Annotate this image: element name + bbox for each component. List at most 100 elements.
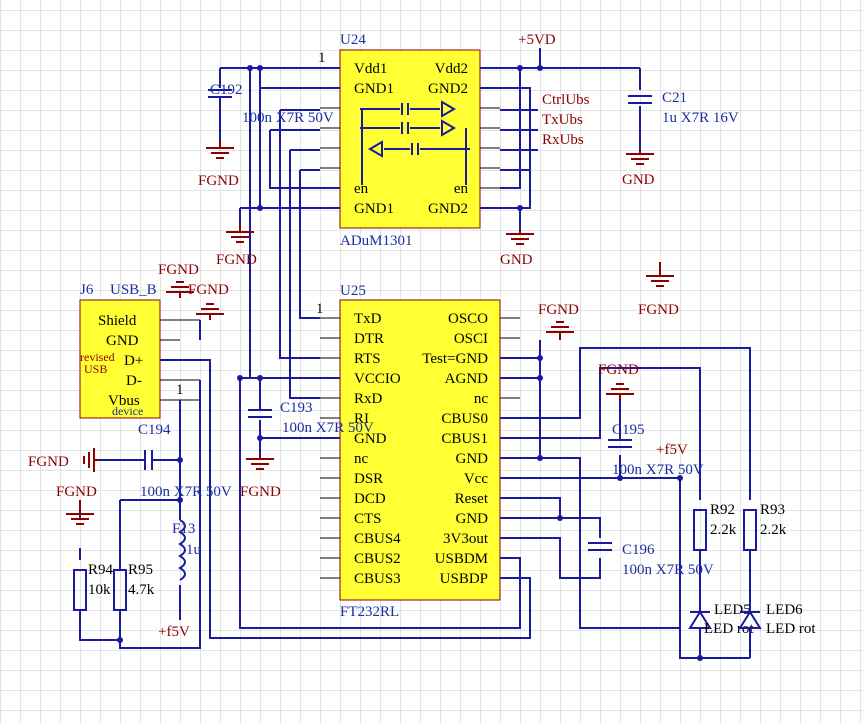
u25-right-pin-label-13: USBDP — [440, 571, 488, 587]
u25-left-pin-label-8: DSR — [354, 471, 383, 487]
net-label-f5v-1: +f5V — [656, 442, 688, 458]
u24-left-pin-label-7: GND1 — [354, 201, 394, 217]
net-label-rxubs: RxUbs — [542, 132, 584, 148]
j6-usb-connector[interactable]: J6 USB_B revised USB device 1 Shield GND… — [79, 282, 200, 419]
led-led6[interactable]: LED6 LED rot — [738, 600, 816, 637]
j6-pin-dplus: D+ — [124, 353, 143, 369]
net-label-fgnd-3: FGND — [158, 262, 199, 278]
part-labels: C192 100n X7R 50V C21 1u X7R 16V C193 10… — [138, 82, 739, 578]
c195-value: 100n X7R 50V — [612, 462, 704, 478]
junction-dots — [117, 65, 703, 661]
net-label-fgnd-7: FGND — [598, 362, 639, 378]
j6-pin-shield: Shield — [98, 313, 137, 329]
resistor-r95[interactable]: R95 4.7k — [113, 562, 155, 611]
u25-left-pin-label-10: CTS — [354, 511, 382, 527]
u24-right-pin-label-0: Vdd2 — [435, 61, 468, 77]
net-label-fgnd-4: FGND — [188, 282, 229, 298]
u24-buffer-icons — [368, 100, 456, 158]
u24-isolation-barrier — [360, 103, 470, 185]
c192-value: 100n X7R 50V — [242, 110, 334, 126]
u25-right-pin-label-5: CBUS0 — [441, 411, 488, 427]
u25-right-pin-label-12: USBDM — [435, 551, 488, 567]
u25-right-pin-label-9: Reset — [455, 491, 489, 507]
led5-ref: LED5 — [714, 602, 751, 618]
j6-pin-dminus: D- — [126, 373, 142, 389]
net-label-fgnd-2: FGND — [216, 252, 257, 268]
u25-left-pin-label-4: RxD — [354, 391, 383, 407]
net-labels: +5VD CtrlUbs TxUbs RxUbs FGND FGND GND G… — [28, 32, 688, 640]
u25-right-pin-label-10: GND — [456, 511, 489, 527]
j6-pin-vbus: Vbus — [108, 393, 140, 409]
u25-pin1-number: 1 — [316, 301, 324, 317]
net-label-f5v-2: +f5V — [158, 624, 190, 640]
u25-left-pin-label-7: nc — [354, 451, 369, 467]
u25-right-pin-label-7: GND — [456, 451, 489, 467]
u25-left-pin-label-6: GND — [354, 431, 387, 447]
r92-value: 2.2k — [710, 522, 737, 538]
u24-right-pin-label-1: GND2 — [428, 81, 468, 97]
c192-ref: C192 — [210, 82, 243, 98]
net-label-gnd-2: GND — [622, 172, 655, 188]
resistor-r94[interactable]: R94 10k — [73, 562, 114, 611]
u25-part: FT232RL — [340, 604, 399, 620]
f13-value: 1u — [186, 542, 202, 558]
c21-ref: C21 — [662, 90, 687, 106]
u25-right-pin-label-2: Test=GND — [422, 351, 488, 367]
u24-left-pin-label-1: GND1 — [354, 81, 394, 97]
c196-value: 100n X7R 50V — [622, 562, 714, 578]
u25-usb-uart[interactable]: U25 FT232RL 1 TxD DTR RTS VCCIO RxD RI GND ncDS… — [316, 283, 520, 620]
c21-value: 1u X7R 16V — [662, 110, 739, 126]
u25-left-pin-label-11: CBUS4 — [354, 531, 401, 547]
net-label-ctrlubs: CtrlUbs — [542, 92, 590, 108]
u25-right-pin-label-3: AGND — [445, 371, 488, 387]
j6-note-line1: revised — [80, 350, 115, 364]
u25-left-pin-label-2: RTS — [354, 351, 381, 367]
u24-pin1-number: 1 — [318, 50, 326, 66]
j6-pin-gnd: GND — [106, 333, 139, 349]
f13-ref: F13 — [172, 521, 195, 537]
r93-ref: R93 — [760, 502, 785, 518]
u24-left-pin-label-6: en — [354, 181, 369, 197]
u25-left-pin-label-13: CBUS3 — [354, 571, 401, 587]
r94-ref: R94 — [88, 562, 114, 578]
c194-value: 100n X7R 50V — [140, 484, 232, 500]
c193-value: 100n X7R 50V — [282, 420, 374, 436]
c194-ref: C194 — [138, 422, 171, 438]
u24-right-pin-label-7: GND2 — [428, 201, 468, 217]
j6-ref: J6 — [80, 282, 94, 298]
net-label-fgnd-8: FGND — [240, 484, 281, 500]
u25-left-pin-label-3: VCCIO — [354, 371, 401, 387]
r93-value: 2.2k — [760, 522, 787, 538]
led6-ref: LED6 — [766, 602, 803, 618]
net-label-fgnd-10: FGND — [56, 484, 97, 500]
resistor-r93[interactable]: R93 2.2k — [743, 502, 787, 551]
capacitor-symbols — [140, 89, 652, 551]
u24-right-pin-label-6: en — [454, 181, 469, 197]
j6-subtitle: device — [112, 404, 143, 418]
u25-left-pin-label-1: DTR — [354, 331, 384, 347]
inductor-f13[interactable]: F13 1u — [172, 519, 202, 581]
c196-ref: C196 — [622, 542, 655, 558]
u25-ref: U25 — [340, 283, 366, 299]
u25-right-pin-label-11: 3V3out — [443, 531, 489, 547]
u25-right-pin-label-1: OSCI — [454, 331, 488, 347]
r95-value: 4.7k — [128, 582, 155, 598]
c193-ref: C193 — [280, 400, 313, 416]
net-label-5vd: +5VD — [518, 32, 556, 48]
j6-pin-number: 1 — [176, 382, 184, 398]
net-label-fgnd-9: FGND — [28, 454, 69, 470]
r95-ref: R95 — [128, 562, 153, 578]
net-label-fgnd-1: FGND — [198, 173, 239, 189]
u25-right-pin-label-4: nc — [474, 391, 489, 407]
u25-left-pin-label-5: RI — [354, 411, 369, 427]
resistor-r92[interactable]: R92 2.2k — [693, 502, 737, 551]
u25-right-pin-label-8: Vcc — [464, 471, 488, 487]
u25-left-pin-label-0: TxD — [354, 311, 382, 327]
u24-left-pin-label-0: Vdd1 — [354, 61, 387, 77]
net-label-txubs: TxUbs — [542, 112, 583, 128]
net-label-gnd-1: GND — [500, 252, 533, 268]
u25-left-pin-label-9: DCD — [354, 491, 386, 507]
ground-symbols — [66, 140, 674, 525]
